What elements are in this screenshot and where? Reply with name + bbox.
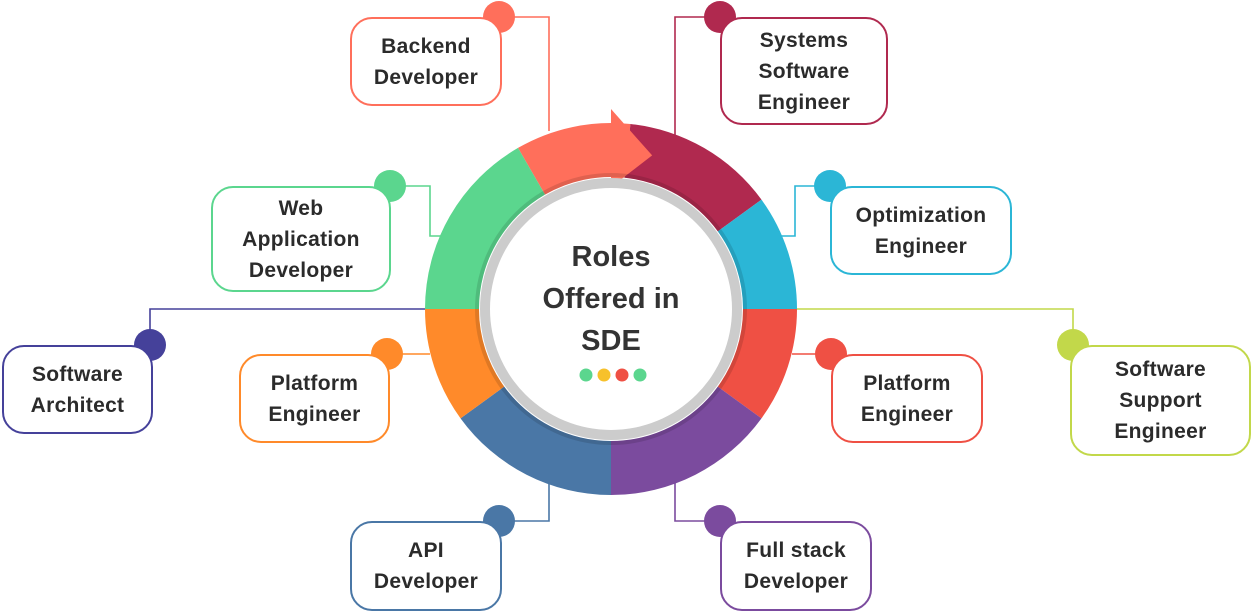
ring-arrowhead — [611, 109, 653, 187]
ring-segment-optimization-engineer — [717, 199, 797, 309]
ring-segment-backend-developer — [518, 123, 631, 195]
center-dot-2 — [597, 368, 611, 382]
role-label-systems-software-engineer-line-3: Engineer — [757, 90, 851, 114]
role-label-systems-software-engineer-line-1: Systems — [759, 28, 849, 52]
role-label-platform-engineer-right-line-1: Platform — [863, 371, 951, 395]
role-label-backend-developer-line-2: Developer — [373, 65, 479, 89]
role-label-full-stack-developer-line-1: Full stack — [746, 539, 846, 562]
ring-segment-web-application-developer — [425, 147, 545, 309]
center-disc — [490, 188, 732, 430]
role-label-software-architect-line-1: Software — [31, 362, 124, 386]
role-label-software-support-engineer-line-2: Support — [1119, 389, 1202, 412]
role-label-platform-engineer-left-line-2: Engineer — [268, 402, 361, 426]
role-label-systems-software-engineer-line-2: Software — [758, 59, 850, 83]
role-label-full-stack-developer-line-2: Developer — [743, 570, 849, 593]
connector-optimization-engineer — [770, 185, 830, 237]
role-label-platform-engineer-right-line-2: Engineer — [860, 402, 954, 426]
role-label-web-application-developer-line-3: Developer — [248, 258, 354, 282]
connector-api-developer — [499, 482, 550, 522]
connector-systems-software-engineer — [674, 16, 720, 135]
role-label-software-architect-line-2: Architect — [30, 393, 125, 417]
role-box-api-developer: API Developer — [350, 521, 502, 611]
role-label-web-application-developer-line-1: Web — [278, 196, 324, 220]
ring-segment-platform-engineer-right — [717, 309, 797, 419]
connector-backend-developer — [499, 16, 550, 131]
role-label-api-developer-line-2: Developer — [373, 570, 479, 593]
center-dot-4 — [633, 368, 647, 382]
center-title-line-1: Roles — [571, 241, 651, 273]
ring-segment-full-stack-developer — [611, 386, 762, 495]
role-label-optimization-engineer-line-2: Engineer — [874, 234, 968, 258]
ring-segment-api-developer — [460, 386, 611, 495]
ring-inner-shadow — [475, 173, 747, 445]
role-label-software-support-engineer-line-1: Software — [1114, 358, 1207, 381]
center-title-line-2: Offered in — [542, 283, 680, 315]
ring-segment-platform-engineer-left — [425, 309, 505, 419]
center-title: Roles Offered in SDE — [511, 236, 711, 362]
role-label-web-application-developer-line-2: Application — [242, 227, 360, 251]
role-label-platform-engineer-left-line-1: Platform — [270, 371, 359, 395]
center-title-line-3: SDE — [581, 325, 641, 357]
connector-software-support-engineer — [797, 308, 1074, 345]
ring-segment-systems-software-engineer — [624, 124, 762, 232]
center-dot-3 — [615, 368, 629, 382]
center-dot-1 — [579, 368, 593, 382]
role-label-backend-developer-line-1: Backend — [381, 34, 471, 58]
role-label-api-developer-line-1: API — [408, 539, 444, 562]
role-label-optimization-engineer-line-1: Optimization — [855, 203, 987, 227]
role-label-software-support-engineer-line-3: Engineer — [1114, 420, 1207, 443]
